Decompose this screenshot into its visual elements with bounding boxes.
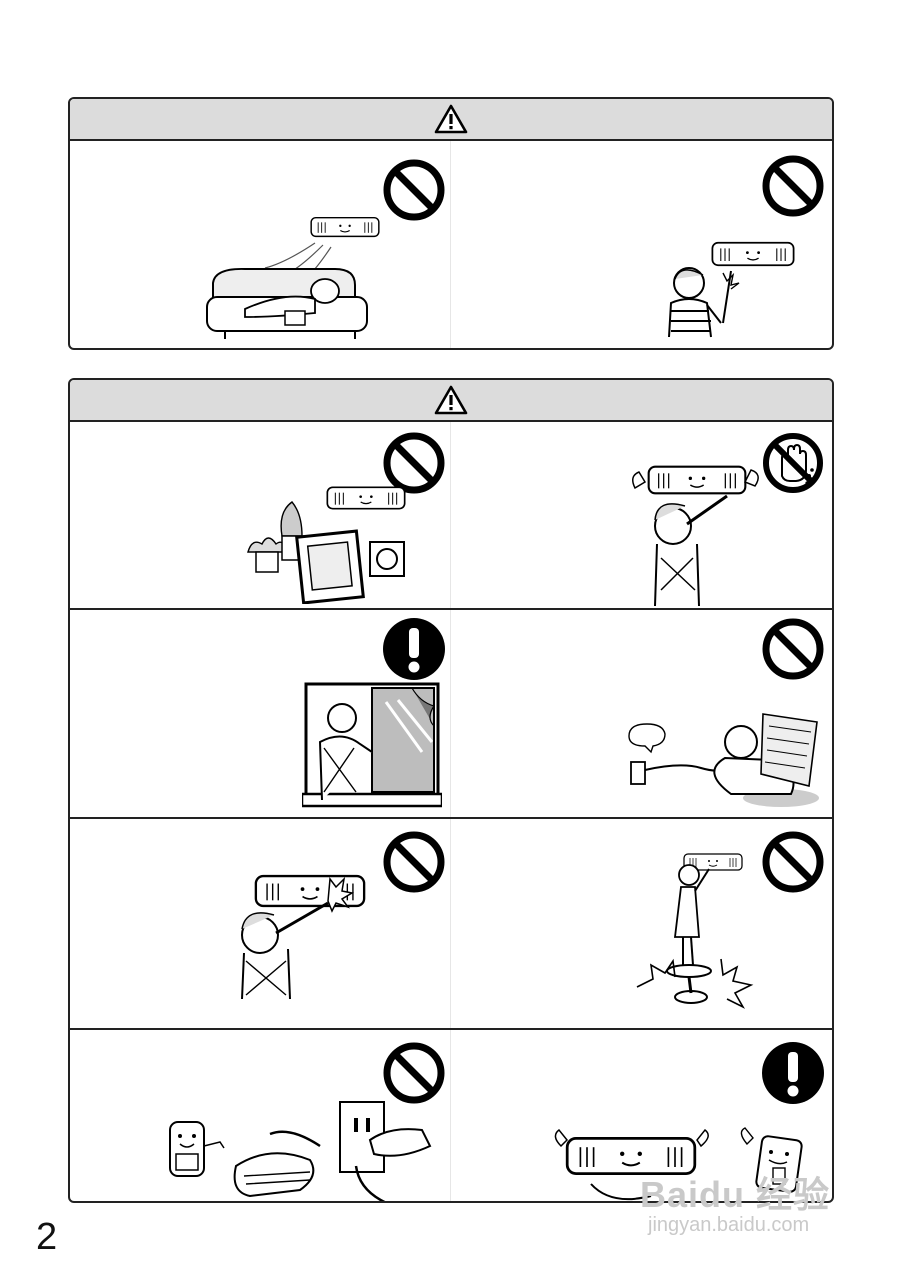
- damaged-plug-and-cord-illustration: [169, 1101, 432, 1201]
- caution-cell: [70, 1030, 451, 1201]
- child-with-stick-illustration: [668, 241, 795, 338]
- panel-row: [70, 819, 832, 1030]
- caution-cell: [451, 422, 832, 608]
- warning-triangle-icon: [434, 104, 468, 134]
- page-number: 2: [36, 1216, 58, 1258]
- warning-panel-2: [68, 378, 834, 1203]
- caution-cell: [451, 819, 832, 1028]
- mandatory-icon: [381, 616, 447, 682]
- watermark-brand: Baidu 经验: [640, 1174, 831, 1215]
- person-on-unstable-stool-illustration: [636, 853, 754, 1009]
- prohibition-icon: [381, 829, 447, 895]
- mandatory-icon: [760, 1040, 826, 1106]
- prohibition-icon: [760, 153, 826, 219]
- panel-row: [70, 422, 832, 610]
- caution-cell: [451, 610, 832, 817]
- caution-cell: [70, 819, 451, 1028]
- caution-cell: [70, 422, 451, 608]
- caution-cell: [451, 141, 832, 348]
- panel-row: [70, 610, 832, 819]
- warning-triangle-icon: [434, 385, 468, 415]
- caution-cell: [70, 610, 451, 817]
- panel-header: [70, 380, 832, 422]
- plants-and-objects-illustration: [247, 486, 406, 604]
- person-opening-window-illustration: [302, 682, 442, 808]
- prohibition-icon: [760, 616, 826, 682]
- sleeping-person-illustration: [206, 216, 380, 339]
- caution-cell: [70, 141, 451, 348]
- prohibition-icon: [381, 157, 447, 223]
- watermark-url: jingyan.baidu.com: [648, 1214, 810, 1236]
- prohibition-icon: [760, 829, 826, 895]
- panel-header: [70, 99, 832, 141]
- person-pulling-cord-illustration: [628, 713, 819, 807]
- panel-row: [70, 1030, 832, 1201]
- person-hitting-unit-illustration: [241, 874, 366, 999]
- person-touching-unit-illustration: [632, 465, 759, 607]
- panel-row: [70, 141, 832, 348]
- warning-panel-1: [68, 97, 834, 350]
- caution-cell: [451, 1030, 832, 1201]
- unit-with-outlet-illustration: [554, 1127, 803, 1201]
